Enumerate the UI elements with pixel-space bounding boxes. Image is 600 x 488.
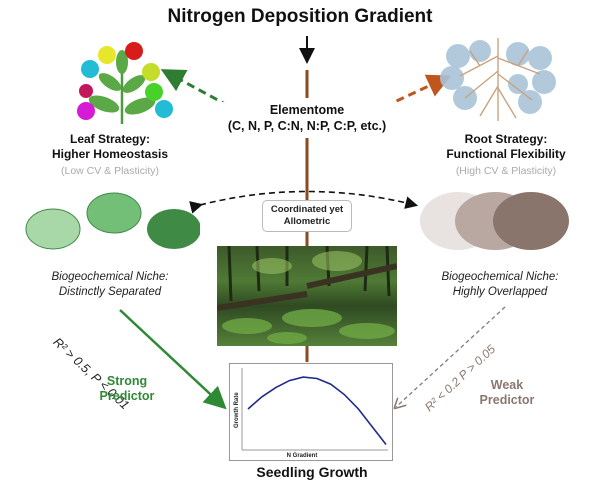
root-strategy-subtitle: Functional Flexibility (446, 147, 566, 161)
strong-predictor-label: Strong Predictor (82, 374, 172, 404)
coordinated-allometric-box: Coordinated yet Allometric (262, 200, 352, 232)
weak-predictor-label: Weak Predictor (462, 378, 552, 408)
weak-predictor-line-1: Weak (490, 378, 524, 392)
elementome-elements: (C, N, P, C:N, N:P, C:P, etc.) (227, 119, 387, 133)
leaf-cv-note: (Low CV & Plasticity) (60, 165, 160, 177)
elementome-label: Elementome (C, N, P, C:N, N:P, C:P, etc.… (200, 102, 414, 134)
leaf-strategy-label: Leaf Strategy: Higher Homeostasis (30, 132, 190, 162)
weak-predictor-line-2: Predictor (479, 393, 535, 407)
element-cluster-green (145, 83, 163, 101)
forest-photo (217, 246, 397, 346)
elementome-title: Elementome (269, 103, 345, 117)
leaf-niche-ellipse-2 (86, 192, 142, 234)
leaf-niche-ellipses (25, 192, 200, 250)
strong-predictor-arrow (119, 309, 227, 410)
element-cluster-cyan-2 (155, 100, 173, 118)
x-axis-label: N Gradient (287, 453, 318, 459)
element-cluster-crimson (79, 84, 93, 98)
leaf-niche-ellipse-3 (147, 209, 200, 249)
root-niche-label: Biogeochemical Niche: Highly Overlapped (410, 270, 590, 300)
seedling-growth-caption: Seedling Growth (256, 464, 368, 480)
leaf-strategy-title: Leaf Strategy: (69, 132, 151, 146)
root-niche-ellipse-3 (493, 192, 569, 250)
diagram-title: Nitrogen Deposition Gradient (167, 6, 433, 27)
element-cluster-magenta (77, 102, 95, 120)
root-system-icon (440, 38, 556, 121)
center-box-line-2: Allometric (283, 216, 331, 227)
leaf-strategy-subtitle: Higher Homeostasis (51, 147, 169, 161)
root-niche-desc: Highly Overlapped (452, 286, 548, 298)
y-axis-label: Growth Rate (234, 392, 240, 428)
root-strategy-title: Root Strategy: (464, 132, 548, 146)
leaf-niche-title: Biogeochemical Niche: (51, 271, 169, 283)
growth-chart: Growth Rate N Gradient (234, 368, 388, 459)
root-strategy-label: Root Strategy: Functional Flexibility (426, 132, 586, 162)
leaf-niche-ellipse-1 (25, 208, 81, 250)
element-cluster-lime (142, 63, 160, 81)
element-cluster-red (125, 42, 143, 60)
forest-illustration (217, 246, 397, 344)
root-niche-title: Biogeochemical Niche: (441, 271, 559, 283)
element-cluster-yellow (98, 46, 116, 64)
trade-off-arc (189, 190, 419, 214)
growth-curve (247, 376, 387, 445)
element-cluster-cyan (81, 60, 99, 78)
root-cv-note: (High CV & Plasticity) (455, 165, 557, 177)
root-niche-ellipses (420, 192, 569, 250)
leaf-niche-desc: Distinctly Separated (58, 286, 162, 298)
weak-predictor-arrow (396, 306, 506, 407)
strong-predictor-line-1: Strong (106, 374, 148, 388)
center-box-line-1: Coordinated yet (270, 204, 344, 215)
leaf-plant-icon (77, 42, 173, 124)
growth-chart-frame: Growth Rate N Gradient (229, 363, 393, 461)
strong-predictor-line-2: Predictor (99, 389, 155, 403)
leaf-niche-label: Biogeochemical Niche: Distinctly Separat… (20, 270, 200, 300)
